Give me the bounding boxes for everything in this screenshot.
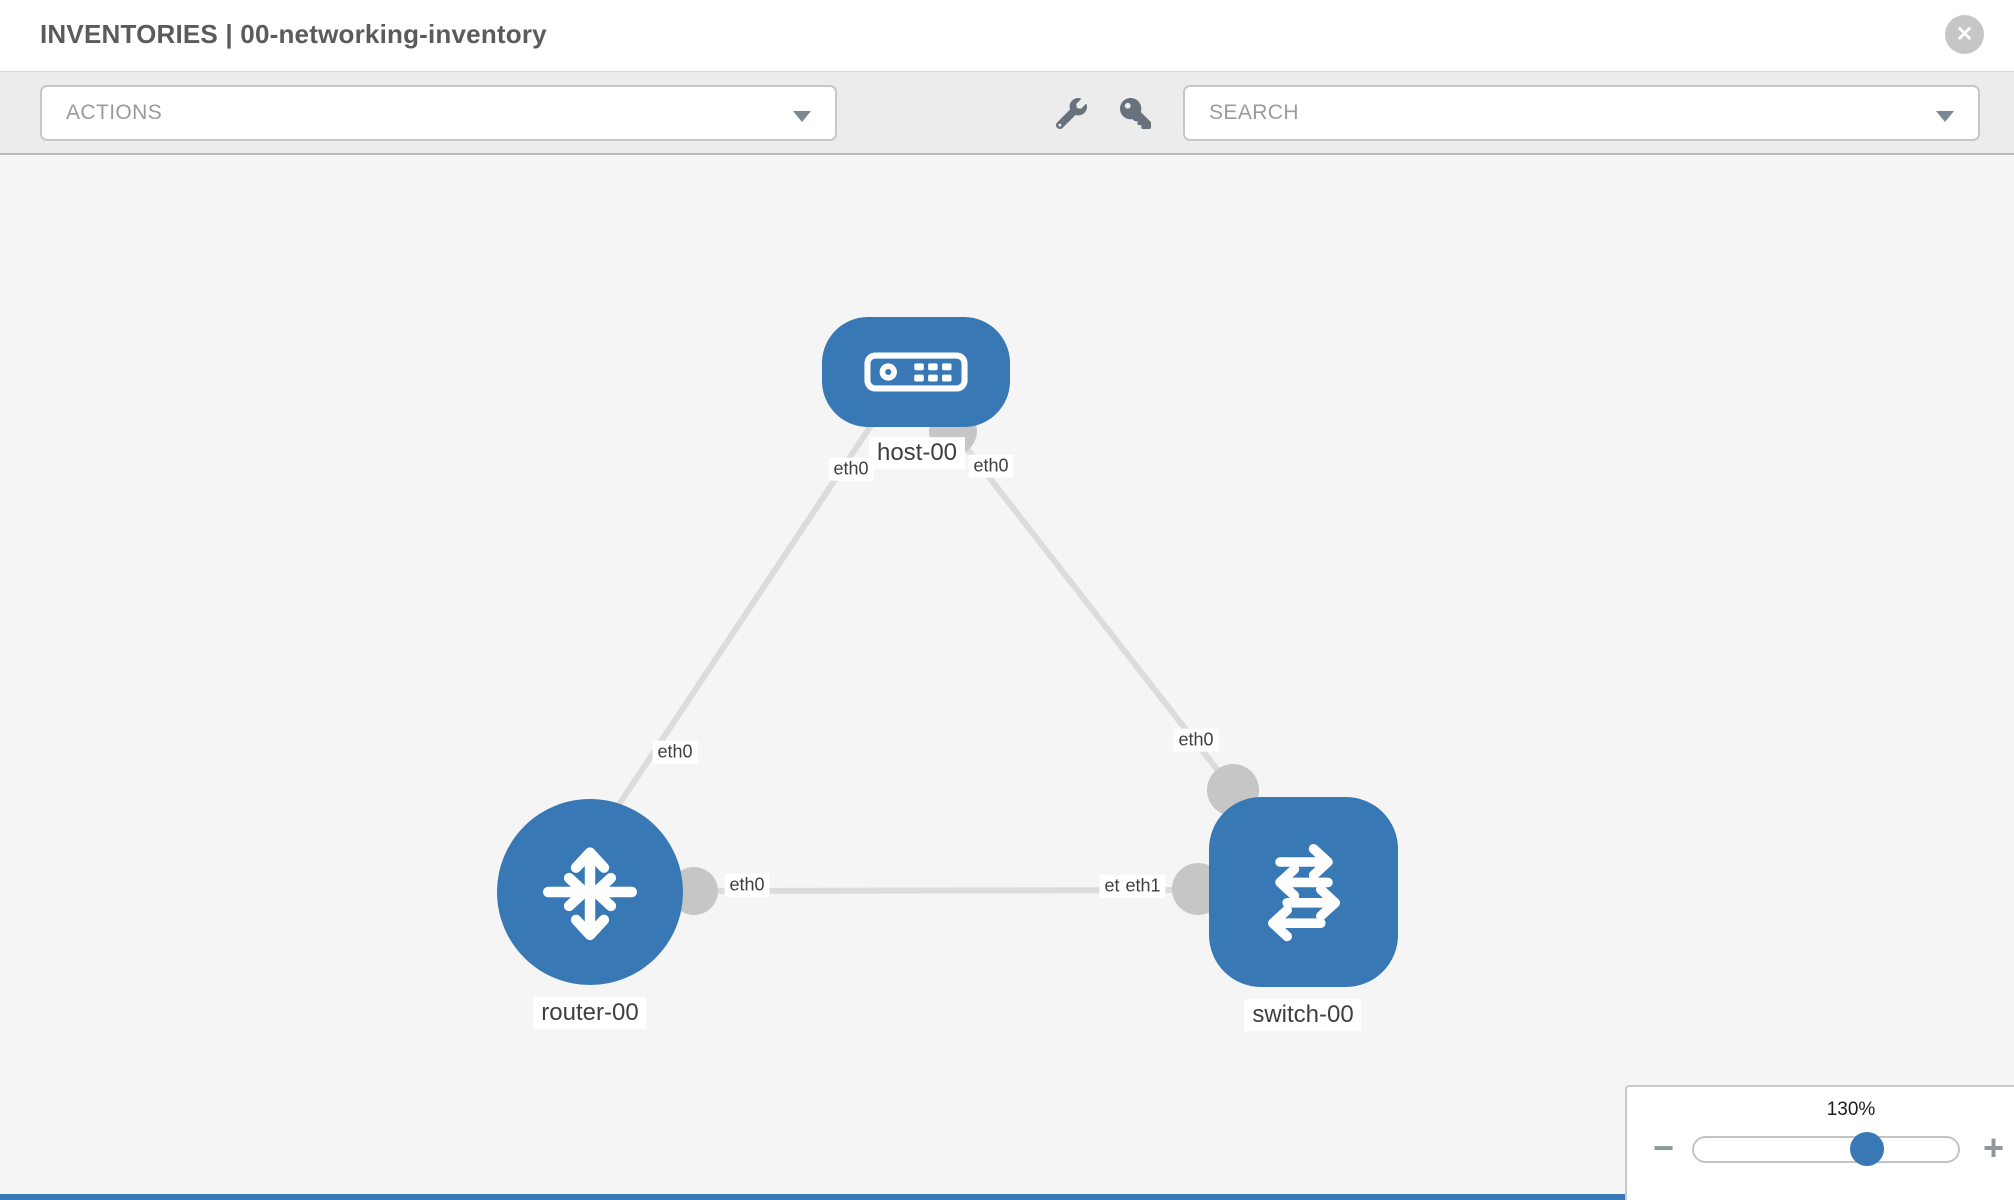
iface-label: eth0 xyxy=(968,454,1014,478)
node-host-00[interactable] xyxy=(822,317,1010,427)
caret-down-icon xyxy=(1936,111,1954,122)
search-dropdown[interactable]: SEARCH xyxy=(1183,85,1980,141)
zoom-in-button[interactable]: + xyxy=(1982,1127,2004,1168)
header: INVENTORIES | 00-networking-inventory ✕ xyxy=(0,0,2014,72)
zoom-level-value: 130% xyxy=(1826,1099,1876,1120)
zoom-slider-knob[interactable] xyxy=(1850,1132,1884,1166)
node-switch-00[interactable] xyxy=(1209,797,1398,987)
node-label-switch-00[interactable]: switch-00 xyxy=(1244,999,1362,1031)
router-device-icon xyxy=(532,834,648,950)
caret-down-icon xyxy=(793,111,811,122)
iface-label: eth1 xyxy=(1120,874,1166,898)
host-device-icon xyxy=(864,352,968,392)
iface-label: eth0 xyxy=(828,457,874,481)
zoom-out-button[interactable]: − xyxy=(1653,1127,1675,1168)
topology-canvas[interactable]: eth0 host-00 eth0 eth0 eth0 eth0 eth0 et… xyxy=(0,156,2014,1200)
page-title: INVENTORIES | 00-networking-inventory xyxy=(40,19,547,49)
links-layer xyxy=(611,407,1259,915)
iface-label: eth0 xyxy=(652,740,698,764)
key-icon[interactable] xyxy=(1120,98,1151,129)
switch-device-icon xyxy=(1244,832,1364,952)
zoom-control-panel: 130% − + xyxy=(1625,1085,2014,1200)
node-label-router-00[interactable]: router-00 xyxy=(533,997,647,1029)
actions-dropdown-label: ACTIONS xyxy=(66,101,163,124)
bottom-accent-strip xyxy=(0,1194,1625,1200)
node-router-00[interactable] xyxy=(497,799,683,985)
wrench-icon[interactable] xyxy=(1055,98,1087,130)
iface-label: eth0 xyxy=(1173,728,1219,752)
zoom-slider-track[interactable] xyxy=(1692,1132,1960,1166)
close-button[interactable]: ✕ xyxy=(1945,15,1984,54)
zoom-slider-row: − + xyxy=(1627,1127,2014,1171)
toolbar: ACTIONS SEARCH xyxy=(0,72,2014,155)
node-label-host-00[interactable]: host-00 xyxy=(868,437,966,469)
iface-label: eth0 xyxy=(724,873,770,897)
actions-dropdown[interactable]: ACTIONS xyxy=(40,85,837,141)
close-icon: ✕ xyxy=(1955,23,1974,46)
search-placeholder: SEARCH xyxy=(1209,101,1299,124)
